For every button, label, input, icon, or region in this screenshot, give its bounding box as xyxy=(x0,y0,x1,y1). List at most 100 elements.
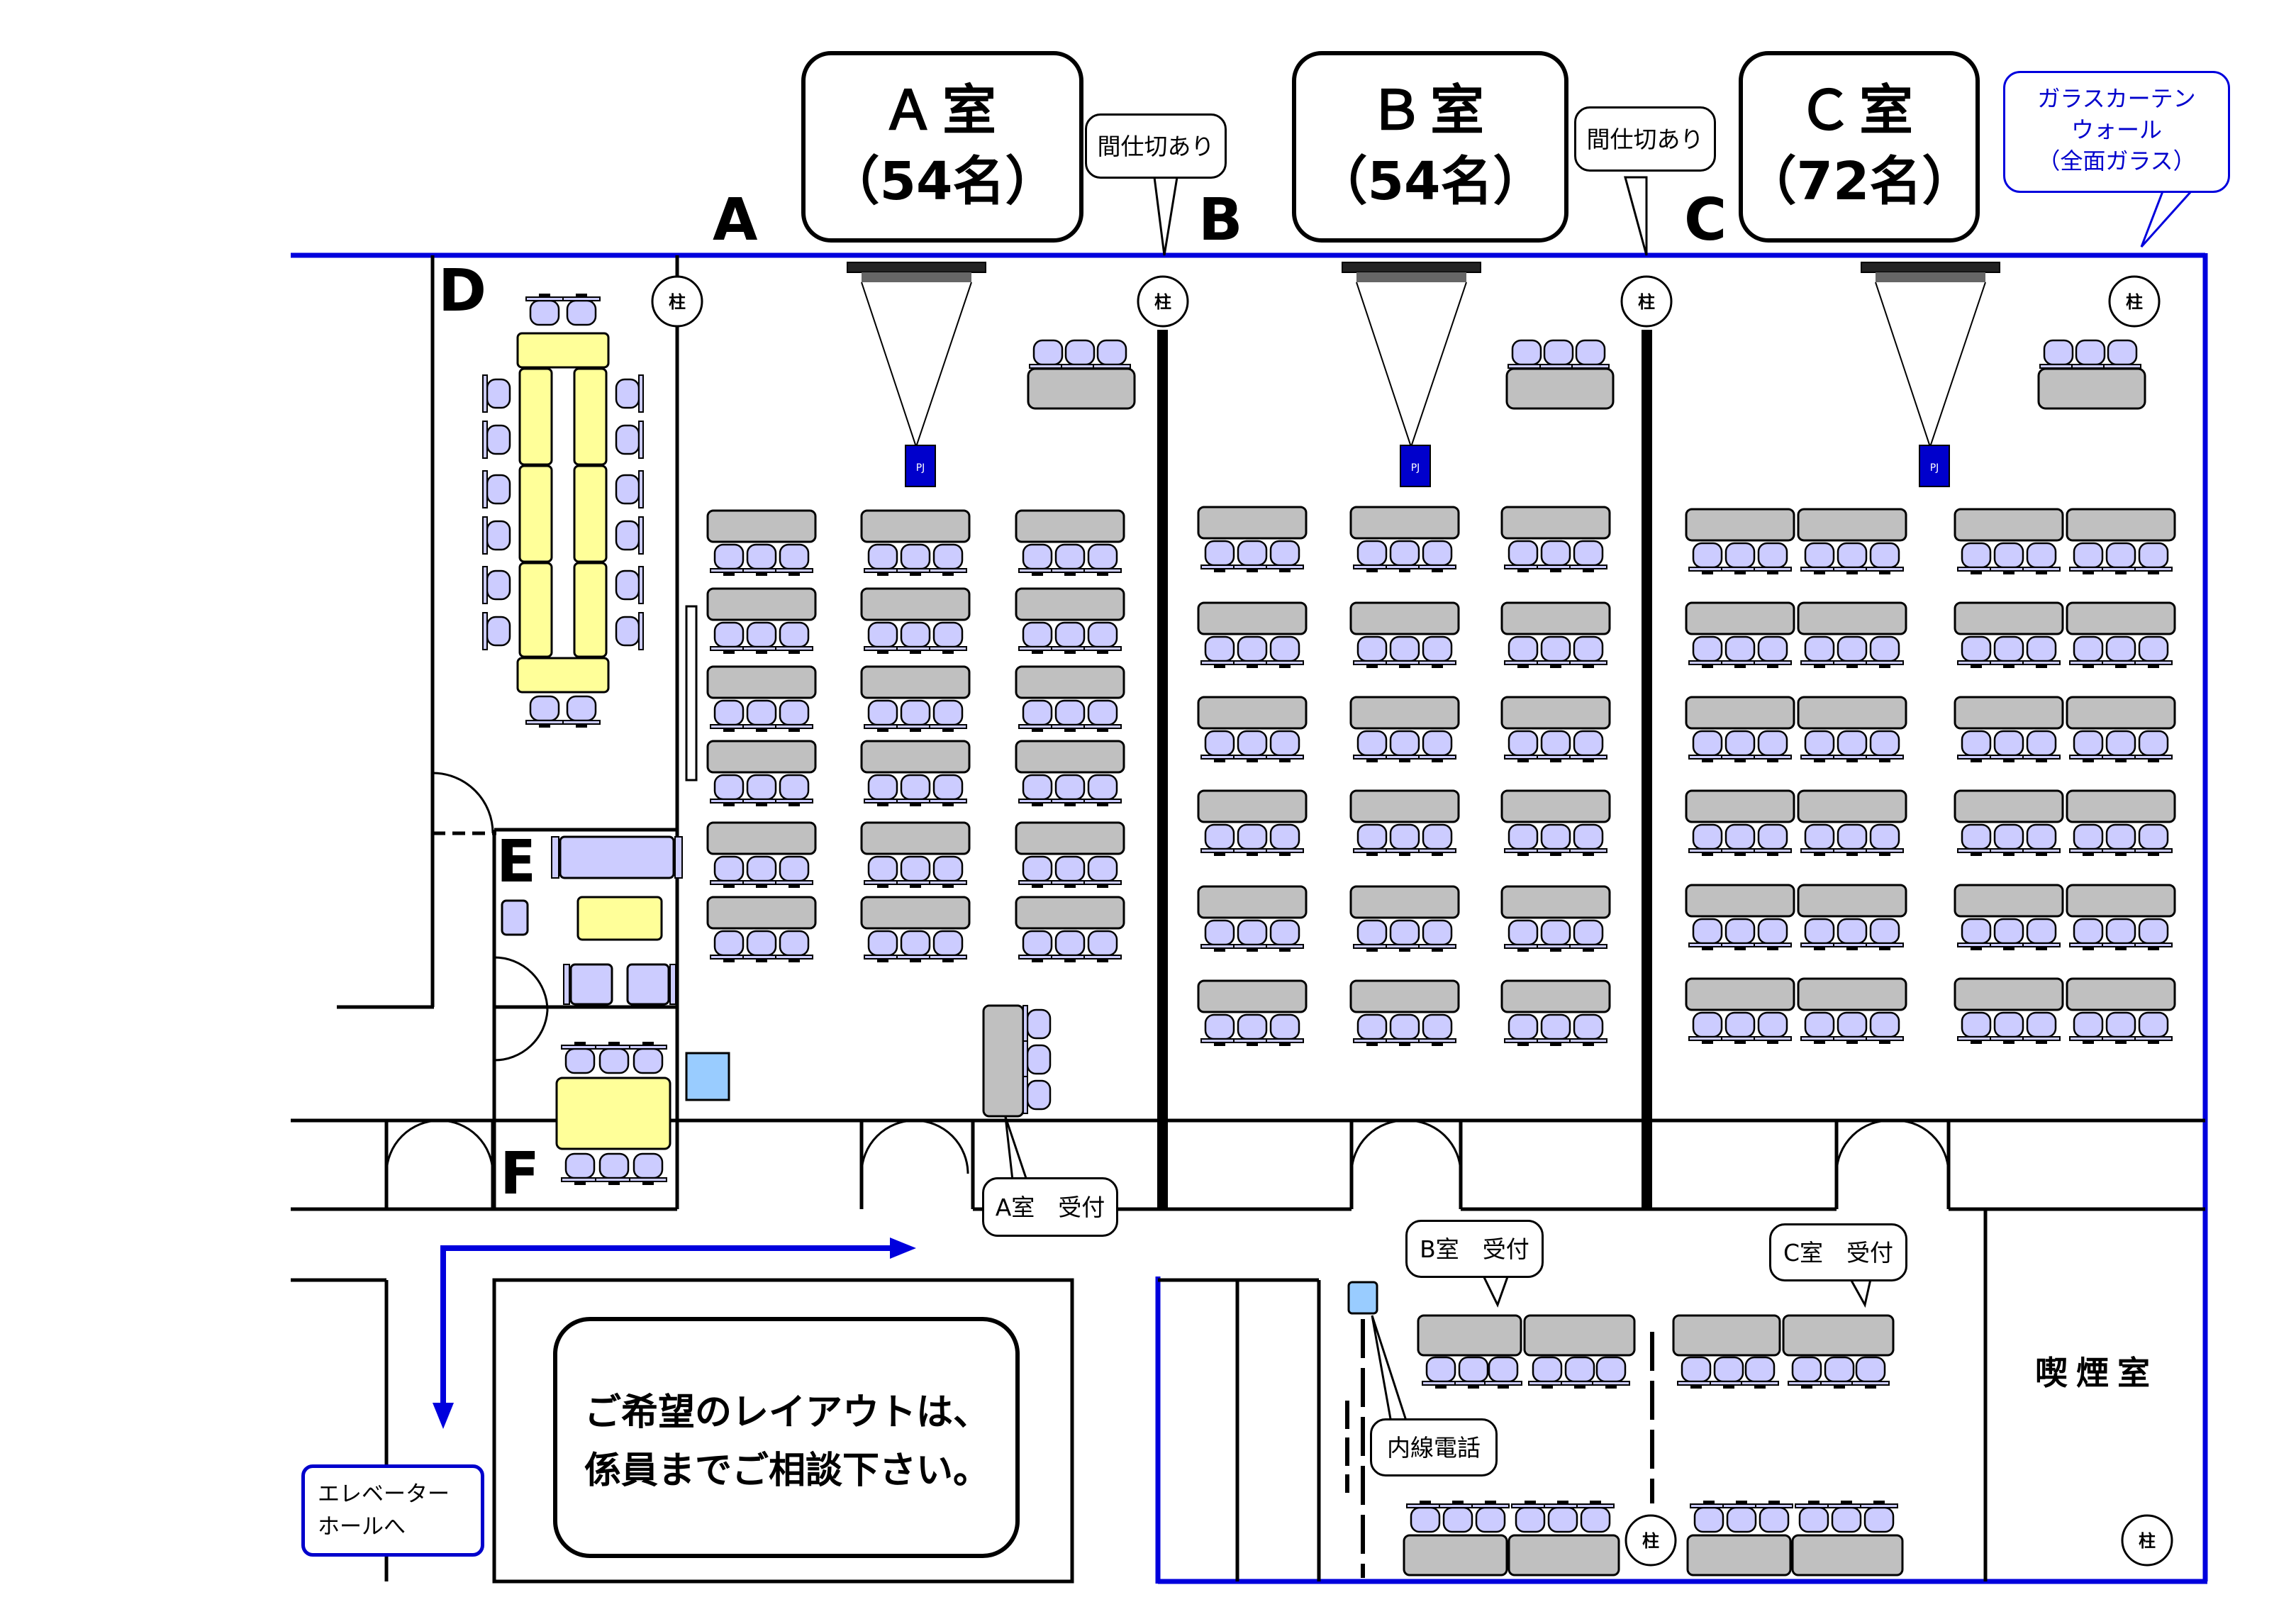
desk-with-chairs xyxy=(1198,886,1306,952)
reception-callout-b: B室 受付 xyxy=(1405,1220,1544,1278)
desk-with-chairs xyxy=(1686,603,1794,668)
glass-callout-pointer xyxy=(2140,190,2194,248)
phone-box-a xyxy=(685,1052,730,1101)
desk-with-chairs xyxy=(1198,981,1306,1046)
desk-with-chairs xyxy=(1686,791,1794,856)
layout-note: ご希望のレイアウトは、 係員までご相談下さい。 xyxy=(553,1317,1020,1558)
phone-box-lounge xyxy=(1347,1281,1378,1315)
projector-label: PJ xyxy=(1411,462,1420,474)
speaker-tables xyxy=(1027,339,2146,410)
desk-with-chairs xyxy=(862,667,969,732)
desk-with-chairs xyxy=(1351,981,1459,1046)
desk-with-chairs xyxy=(1016,667,1124,732)
projector-c: PJ xyxy=(1861,262,2000,487)
desk-with-chairs xyxy=(1798,603,1906,668)
phone-callout: 内線電話 xyxy=(1370,1418,1498,1476)
desk-with-chairs xyxy=(708,589,815,654)
desk-with-chairs xyxy=(1955,697,2063,762)
desk-with-chairs xyxy=(1955,885,2063,950)
area-letter-a: A xyxy=(713,187,758,254)
desk-with-chairs xyxy=(1955,509,2063,574)
pillar-label: 柱 xyxy=(2139,1531,2156,1551)
desk-with-chairs xyxy=(1686,509,1794,574)
desk-with-chairs xyxy=(1016,741,1124,806)
elevator-line2: ホールへ xyxy=(318,1514,406,1540)
area-letter-b: B xyxy=(1198,187,1243,254)
desk-with-chairs xyxy=(862,823,969,888)
projector-b: PJ xyxy=(1342,262,1481,487)
desk-with-chairs xyxy=(1351,507,1459,572)
desk-with-chairs xyxy=(1198,603,1306,668)
desk-with-chairs xyxy=(1955,791,2063,856)
desk-with-chairs xyxy=(1351,791,1459,856)
desk-with-chairs xyxy=(2067,697,2175,762)
pillar xyxy=(2108,275,2161,328)
seating-room-c xyxy=(1686,509,2175,1044)
desk-with-chairs xyxy=(1686,697,1794,762)
room-title-c: Ｃ室 （72名） xyxy=(1739,51,1980,243)
pillars: 柱 柱 柱 柱 柱 柱 xyxy=(651,275,2173,1567)
desk-with-chairs xyxy=(1798,885,1906,950)
pillar-label: 柱 xyxy=(669,292,686,312)
desk-with-chairs xyxy=(1198,791,1306,856)
seating-room-a xyxy=(708,511,1124,962)
desk-with-chairs xyxy=(708,741,815,806)
room-name: Ｂ室 xyxy=(1369,79,1491,142)
pillar xyxy=(1625,1514,1677,1567)
pillar xyxy=(1620,275,1673,328)
desk-with-chairs xyxy=(1798,979,1906,1044)
desk-with-chairs xyxy=(862,511,969,576)
glass-wall-line3: （全面ガラス） xyxy=(2037,148,2196,174)
desk-with-chairs xyxy=(862,741,969,806)
pillar-label: 柱 xyxy=(1642,1531,1659,1551)
desk-with-chairs xyxy=(2067,509,2175,574)
room-name: Ｃ室 xyxy=(1798,79,1920,142)
desk-with-chairs xyxy=(708,667,815,732)
glass-wall-line1: ガラスカーテン xyxy=(2037,85,2196,112)
pillar-label: 柱 xyxy=(1638,292,1655,312)
elevator-hall-callout: エレベーター ホールへ xyxy=(301,1464,484,1557)
desk-with-chairs xyxy=(1016,511,1124,576)
area-letter-c: C xyxy=(1684,187,1727,254)
partition-callout-ab: 間仕切あり xyxy=(1085,113,1227,179)
projector-screens: PJ PJ PJ xyxy=(847,262,2000,487)
desk-with-chairs xyxy=(1198,507,1306,572)
room-name: Ａ室 xyxy=(881,79,1003,142)
movable-partitions xyxy=(1157,330,1652,1209)
note-line2: 係員までご相談下さい。 xyxy=(584,1450,991,1492)
projector-a: PJ xyxy=(847,262,986,487)
room-capacity: （54名） xyxy=(827,151,1058,212)
glass-wall-callout: ガラスカーテン ウォール （全面ガラス） xyxy=(2003,71,2230,193)
whiteboard xyxy=(685,605,698,782)
desk-with-chairs xyxy=(1798,791,1906,856)
desk-with-chairs xyxy=(1955,979,2063,1044)
desk-with-chairs xyxy=(1502,886,1610,952)
desk-with-chairs xyxy=(1955,603,2063,668)
desk-with-chairs xyxy=(2067,791,2175,856)
partition-callout-bc: 間仕切あり xyxy=(1574,106,1716,172)
seating-room-b xyxy=(1198,507,1610,1046)
desk-with-chairs xyxy=(1686,885,1794,950)
desk-with-chairs xyxy=(862,589,969,654)
glass-wall-line2: ウォール xyxy=(2071,116,2162,143)
area-letter-f: F xyxy=(500,1140,540,1208)
desk-with-chairs xyxy=(1502,697,1610,762)
desk-with-chairs xyxy=(2067,603,2175,668)
desk-with-chairs xyxy=(1502,603,1610,668)
desk-with-chairs xyxy=(2067,885,2175,950)
desk-with-chairs xyxy=(1686,979,1794,1044)
desk-with-chairs xyxy=(1198,697,1306,762)
desk-with-chairs xyxy=(708,897,815,962)
elevator-line1: エレベーター xyxy=(318,1481,450,1507)
room-capacity: （72名） xyxy=(1744,151,1975,212)
reception-tables-bc xyxy=(1417,1314,1895,1390)
movable-dividers xyxy=(1345,1319,1654,1578)
projector-label: PJ xyxy=(1930,462,1939,474)
desk-with-chairs xyxy=(2067,979,2175,1044)
area-letter-d: D xyxy=(438,257,487,325)
desk-with-chairs xyxy=(1502,981,1610,1046)
room-title-b: Ｂ室 （54名） xyxy=(1292,51,1568,243)
desk-with-chairs xyxy=(862,897,969,962)
desk-with-chairs xyxy=(1798,509,1906,574)
